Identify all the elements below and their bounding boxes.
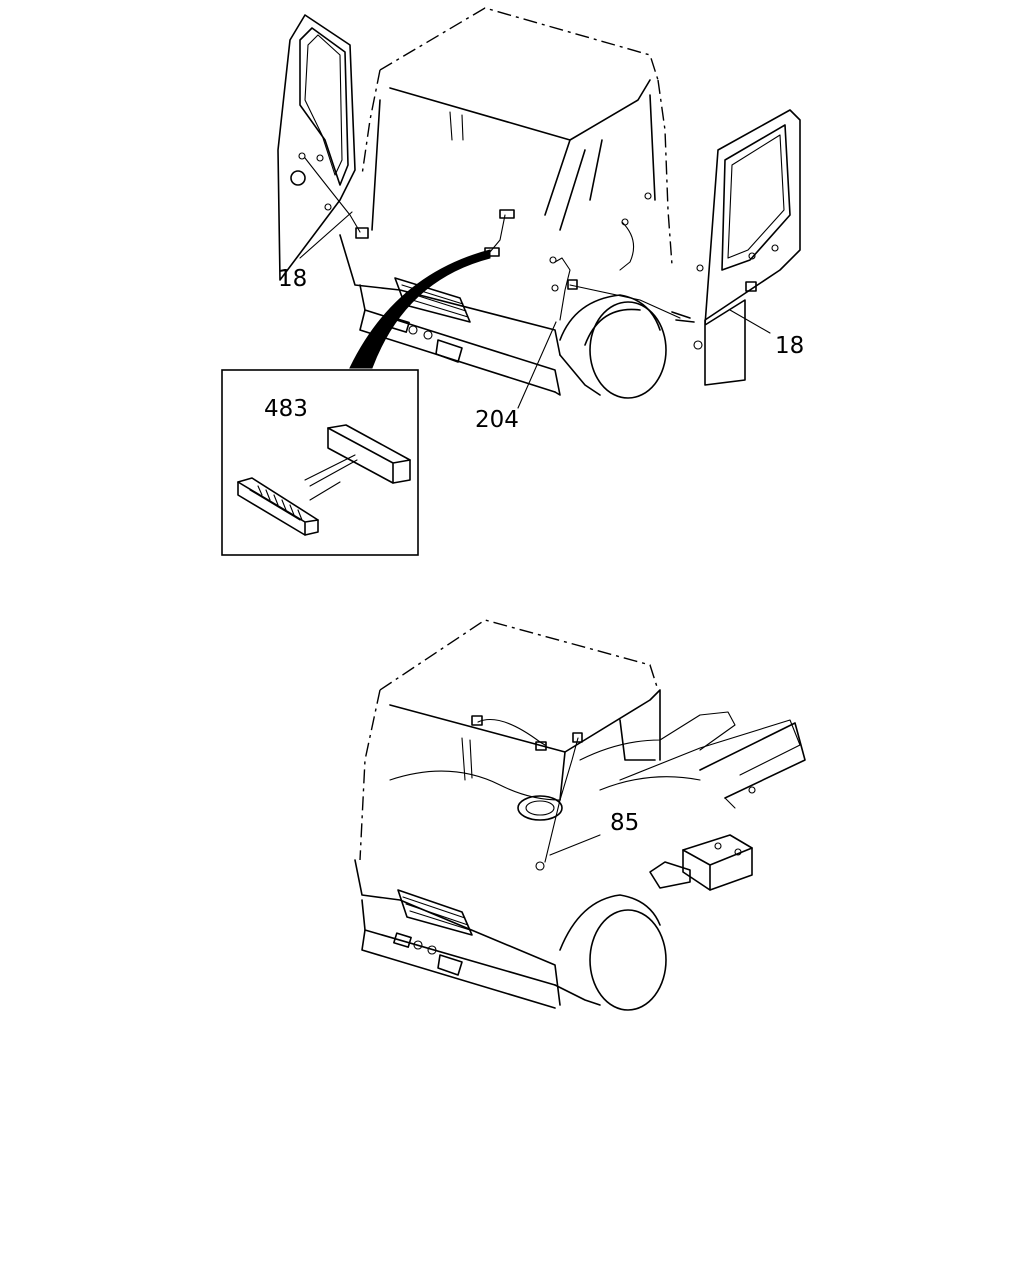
- top-right-door: [693, 109, 801, 386]
- callout-right-door-harness: 18: [775, 333, 805, 359]
- callout-battery-harness: 85: [610, 810, 640, 836]
- inset-detail-box: [221, 369, 419, 556]
- callout-left-door-harness: 18: [278, 266, 308, 292]
- callout-main-harness: 204: [475, 407, 519, 433]
- callout-inset-part: 483: [264, 396, 308, 422]
- top-harness-wires: [484, 192, 695, 323]
- top-left-door: [277, 14, 369, 281]
- bottom-harness-wires: [471, 715, 601, 871]
- top-truck-cab: [339, 7, 673, 399]
- bottom-truck-cab: [354, 619, 806, 1011]
- top-leader-lines: [299, 211, 771, 409]
